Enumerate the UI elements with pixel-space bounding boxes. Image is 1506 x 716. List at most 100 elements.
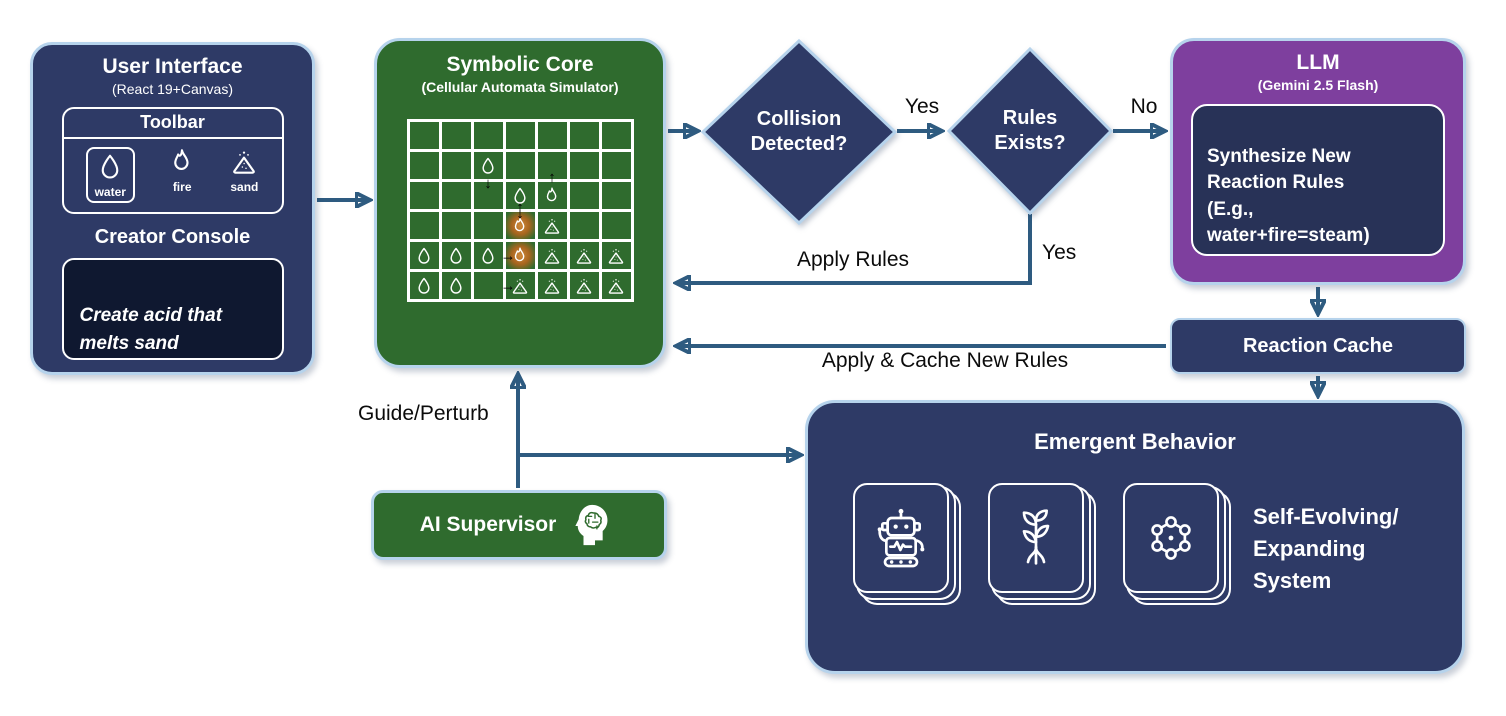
robot-card	[853, 483, 949, 593]
grid-cell[interactable]	[601, 242, 631, 269]
emergent-behavior-node: Emergent Behavior	[805, 400, 1465, 674]
ai-supervisor-node: AI Supervisor	[371, 490, 667, 560]
grid-cell[interactable]	[569, 272, 599, 299]
sand-icon	[542, 276, 562, 296]
user-interface-node: User Interface (React 19+Canvas) Toolbar…	[30, 42, 315, 375]
emergent-behavior-caption: Self-Evolving/ Expanding System	[1253, 504, 1399, 593]
sand-icon	[510, 276, 530, 296]
grid-cell[interactable]	[537, 212, 567, 239]
water-icon	[478, 246, 498, 266]
creator-console-title: Creator Console	[94, 226, 251, 248]
grid-cell[interactable]	[441, 212, 471, 239]
plant-card	[988, 483, 1084, 593]
grid-cell[interactable]	[441, 152, 471, 179]
grid-cell[interactable]	[601, 272, 631, 299]
grid-cell[interactable]	[537, 272, 567, 299]
sand-icon	[606, 246, 626, 266]
grid-cell[interactable]	[569, 182, 599, 209]
grid-cell[interactable]	[569, 242, 599, 269]
tool-fire-label: fire	[172, 180, 192, 194]
grid-cell[interactable]	[569, 152, 599, 179]
edge-label-rules-yes: Yes	[1042, 241, 1077, 264]
grid-cell[interactable]: ↓	[473, 152, 503, 191]
ca-grid: ↓↓↑↑→→	[406, 119, 634, 302]
llm-subtitle: (Gemini 2.5 Flash)	[1257, 77, 1379, 93]
grid-cell[interactable]: ↑	[505, 200, 535, 239]
plant-icon	[1022, 509, 1050, 565]
grid-cell[interactable]	[441, 242, 471, 269]
water-icon	[414, 276, 434, 296]
fire-icon	[542, 186, 562, 206]
grid-cell[interactable]	[505, 122, 535, 149]
grid-cell[interactable]	[409, 122, 439, 149]
llm-title: LLM	[1296, 51, 1340, 74]
ai-supervisor-label: AI Supervisor	[419, 513, 557, 536]
creator-console-input[interactable]: Create acid that melts sand	[61, 258, 284, 360]
arrow-right-icon: →	[500, 247, 516, 264]
collision-decision-label: Collision Detected?	[750, 108, 848, 155]
grid-cell[interactable]	[537, 242, 567, 269]
water-icon	[446, 276, 466, 296]
grid-cell[interactable]: →	[473, 242, 516, 269]
brain-head-icon	[575, 504, 608, 546]
arrow-right-icon: →	[500, 277, 516, 294]
tool-water-button[interactable]: water	[85, 147, 135, 203]
grid-cell[interactable]	[409, 272, 439, 299]
water-icon	[446, 246, 466, 266]
grid-cell[interactable]	[473, 212, 503, 239]
rules-decision-node: Rules Exists?	[946, 46, 1114, 216]
grid-cell[interactable]: ↓	[505, 182, 535, 221]
grid-cell[interactable]	[409, 242, 439, 269]
grid-cell[interactable]	[505, 272, 535, 299]
grid-cell[interactable]	[409, 182, 439, 209]
grid-cell[interactable]	[441, 122, 471, 149]
grid-cell[interactable]	[537, 152, 567, 179]
sand-icon	[542, 216, 562, 236]
grid-cell[interactable]	[409, 152, 439, 179]
grid-cell[interactable]	[409, 212, 439, 239]
tool-fire-button[interactable]: fire	[167, 147, 197, 194]
grid-cell[interactable]	[441, 272, 471, 299]
water-icon	[478, 156, 498, 176]
grid-cell[interactable]	[505, 242, 535, 269]
reaction-cache-node: Reaction Cache	[1170, 318, 1466, 374]
grid-cell[interactable]: →	[473, 272, 516, 299]
tool-sand-button[interactable]: sand	[229, 147, 259, 194]
sand-icon	[574, 276, 594, 296]
arrow-up-icon: ↑	[548, 169, 556, 186]
tool-water-label: water	[94, 185, 126, 199]
edge-rules-yes-to-core	[678, 214, 1032, 283]
rules-decision-label: Rules Exists?	[994, 107, 1066, 154]
llm-node: LLM (Gemini 2.5 Flash) Synthesize New Re…	[1170, 38, 1466, 285]
grid-cell[interactable]	[569, 122, 599, 149]
llm-rule-text: Synthesize New Reaction Rules (E.g., wat…	[1207, 145, 1370, 247]
grid-cell[interactable]: ↑	[537, 170, 567, 209]
grid-cell[interactable]	[537, 122, 567, 149]
edge-label-apply-rules: Apply Rules	[796, 248, 910, 271]
grid-cell[interactable]	[601, 122, 631, 149]
grid-cell[interactable]	[441, 182, 471, 209]
diamond-shape	[946, 46, 1114, 216]
grid-cell[interactable]	[473, 122, 503, 149]
grid-cell[interactable]	[473, 182, 503, 209]
grid-cell[interactable]	[569, 212, 599, 239]
sand-icon	[542, 246, 562, 266]
molecule-icon	[1151, 516, 1191, 560]
sand-icon	[606, 276, 626, 296]
arrow-up-icon: ↑	[516, 199, 524, 216]
edge-label-collision-yes: Yes	[904, 95, 940, 118]
edge-label-apply-cache: Apply & Cache New Rules	[821, 349, 1069, 372]
emergent-behavior-title: Emergent Behavior	[1034, 429, 1236, 454]
grid-cell[interactable]	[601, 182, 631, 209]
collision-decision-node: Collision Detected?	[700, 38, 898, 226]
tool-sand-label: sand	[230, 180, 259, 194]
symbolic-core-node: Symbolic Core (Cellular Automata Simulat…	[374, 38, 666, 368]
robot-icon	[877, 508, 925, 568]
toolbar-tools-row: water fire sand	[64, 139, 282, 212]
grid-cell[interactable]	[601, 212, 631, 239]
grid-cell[interactable]	[505, 152, 535, 179]
molecule-card	[1123, 483, 1219, 593]
grid-cell[interactable]	[601, 152, 631, 179]
